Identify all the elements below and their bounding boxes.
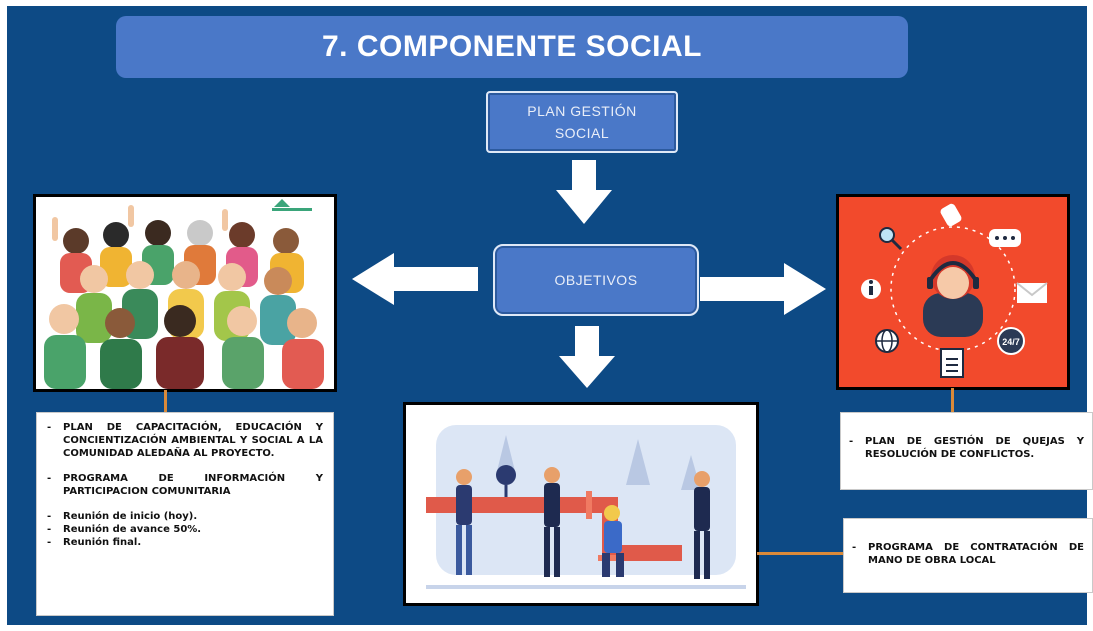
arrow-down-bottom-icon — [559, 326, 615, 388]
right-white-strip — [1087, 0, 1093, 631]
arrow-right-icon — [700, 263, 826, 315]
dash-6: - — [849, 436, 854, 447]
dash-1: - — [47, 422, 52, 433]
search-icon — [879, 227, 903, 251]
training-plan-text: PLAN DE CAPACITACIÓN, EDUCACIÓN Y CONCIE… — [63, 422, 323, 459]
info-program-text: PROGRAMA DE INFORMACIÓN Y PARTICIPACION … — [63, 473, 323, 497]
customer-service-image: 24/7 — [836, 194, 1070, 390]
left-white-strip — [0, 0, 7, 631]
arrow-left-icon — [352, 253, 478, 305]
top-white-strip — [0, 0, 1093, 6]
meeting-text-1: Reunión de inicio (hoy). — [63, 511, 198, 522]
info-program-item: - PROGRAMA DE INFORMACIÓN Y PARTICIPACIO… — [47, 472, 323, 498]
local-hiring-text: - PROGRAMA DE CONTRATACIÓN DE MANO DE OB… — [843, 518, 1093, 593]
meeting-item: - Reunión de avance 50%. — [47, 523, 323, 536]
meeting-item: - Reunión final. — [47, 536, 323, 549]
plan-gestion-box: PLAN GESTIÓN SOCIAL — [486, 91, 678, 153]
objetivos-box: OBJETIVOS — [493, 244, 699, 316]
badge-24-7-label: 24/7 — [1002, 337, 1020, 347]
bottom-white-strip — [0, 625, 1093, 631]
page-title: 7. COMPONENTE SOCIAL — [116, 16, 908, 78]
local-hiring-label: PROGRAMA DE CONTRATACIÓN DE MANO DE OBRA… — [868, 542, 1084, 566]
meeting-text-3: Reunión final. — [63, 537, 142, 548]
objetivos-label: OBJETIVOS — [554, 272, 638, 288]
arrow-down-top-icon — [556, 160, 612, 224]
dash-3: - — [47, 511, 52, 522]
plan-line-2: SOCIAL — [554, 125, 610, 141]
mail-icon — [1016, 282, 1048, 303]
dash-2: - — [47, 473, 52, 484]
connector-people — [164, 390, 167, 414]
complaints-plan-label: PLAN DE GESTIÓN DE QUEJAS Y RESOLUCIÓN D… — [865, 436, 1084, 460]
info-icon — [861, 279, 881, 299]
training-plan-item: - PLAN DE CAPACITACIÓN, EDUCACIÓN Y CONC… — [47, 421, 323, 460]
chat-icon — [989, 229, 1021, 247]
complaints-plan-text: - PLAN DE GESTIÓN DE QUEJAS Y RESOLUCIÓN… — [840, 412, 1093, 490]
meeting-item: - Reunión de inicio (hoy). — [47, 510, 323, 523]
logo-icon — [272, 199, 312, 211]
plan-line-1: PLAN GESTIÓN — [527, 103, 637, 119]
meeting-text-2: Reunión de avance 50%. — [63, 524, 202, 535]
pipeline-workers-image — [403, 402, 759, 606]
clipboard-icon — [940, 348, 964, 378]
connector-service — [951, 388, 954, 414]
phone-icon — [940, 203, 962, 227]
dash-7: - — [852, 542, 857, 553]
community-people-image — [33, 194, 337, 392]
connector-workers — [757, 552, 845, 555]
globe-icon — [875, 329, 899, 353]
dash-4: - — [47, 524, 52, 535]
support-24-7-icon: 24/7 — [997, 327, 1025, 355]
community-programs-text: - PLAN DE CAPACITACIÓN, EDUCACIÓN Y CONC… — [36, 412, 334, 616]
dash-5: - — [47, 537, 52, 548]
